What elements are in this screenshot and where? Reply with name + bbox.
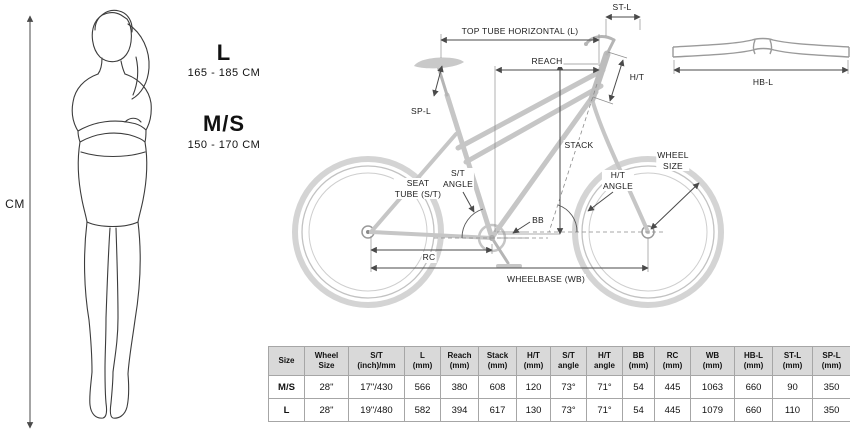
- leader-bb: [512, 221, 531, 234]
- cell: 17"/430: [348, 375, 405, 399]
- cell: 73°: [550, 375, 587, 399]
- label-top-tube: TOP TUBE HORIZONTAL (L): [460, 26, 580, 37]
- cell: 350: [812, 398, 850, 422]
- col-header: Reach (mm): [440, 346, 479, 376]
- geometry-table: Size Wheel Size S/T (inch)/mm L (mm) Rea…: [268, 346, 850, 422]
- label-st-angle: S/T ANGLE: [441, 168, 475, 190]
- label-wheel-size: WHEEL SIZE: [656, 150, 690, 172]
- col-header: Stack (mm): [478, 346, 517, 376]
- cell: 617: [478, 398, 517, 422]
- cm-axis-label: CM: [4, 197, 26, 212]
- cell: 660: [734, 398, 773, 422]
- cell: 660: [734, 375, 773, 399]
- label-sp-l: SP-L: [410, 106, 432, 117]
- col-header: BB (mm): [622, 346, 655, 376]
- cell: 71°: [586, 398, 623, 422]
- handlebar-drawing: [672, 37, 850, 58]
- crank-arm: [490, 236, 510, 265]
- col-header: H/T (mm): [516, 346, 551, 376]
- label-reach: REACH: [530, 56, 564, 67]
- leader-ht-angle: [587, 191, 614, 212]
- label-hb-l: HB-L: [751, 77, 775, 88]
- col-header: RC (mm): [654, 346, 691, 376]
- col-header: L (mm): [404, 346, 441, 376]
- cell: 54: [622, 375, 655, 399]
- cell: 54: [622, 398, 655, 422]
- dim-h-t: [608, 59, 625, 102]
- size-ms-label: M/S: [202, 111, 246, 136]
- table-row: M/S 28" 17"/430 566 380 608 120 73° 71° …: [268, 375, 850, 399]
- table-row: L 28" 19"/480 582 394 617 130 73° 71° 54…: [268, 398, 850, 422]
- col-header: ST-L (mm): [772, 346, 813, 376]
- cell: 19"/480: [348, 398, 405, 422]
- label-ht-angle: H/T ANGLE: [601, 170, 635, 192]
- label-st-l: ST-L: [611, 2, 633, 13]
- cell: 608: [478, 375, 517, 399]
- label-ht: H/T: [628, 72, 646, 83]
- col-header: HB-L (mm): [734, 346, 773, 376]
- label-seat-tube: SEAT TUBE (S/T): [393, 178, 443, 200]
- cell: 380: [440, 375, 479, 399]
- label-wheelbase: WHEELBASE (WB): [505, 274, 587, 285]
- cell: 130: [516, 398, 551, 422]
- cell: 566: [404, 375, 441, 399]
- dim-sp-l: [432, 65, 444, 97]
- cell: 71°: [586, 375, 623, 399]
- person-figure: [71, 9, 152, 419]
- saddle: [414, 57, 464, 69]
- cell: 394: [440, 398, 479, 422]
- col-header: Wheel Size: [304, 346, 349, 376]
- cell: M/S: [268, 375, 305, 399]
- cell: 110: [772, 398, 813, 422]
- cell: 28": [304, 375, 349, 399]
- col-header: SP-L (mm): [812, 346, 850, 376]
- size-l-label: L: [216, 40, 232, 65]
- cell: 582: [404, 398, 441, 422]
- frame: [369, 35, 650, 268]
- cell: 1063: [690, 375, 735, 399]
- cell: 1079: [690, 398, 735, 422]
- cell: 73°: [550, 398, 587, 422]
- cell: 445: [654, 398, 691, 422]
- header-row: Size Wheel Size S/T (inch)/mm L (mm) Rea…: [268, 346, 850, 376]
- col-header: S/T (inch)/mm: [348, 346, 405, 376]
- cell: 120: [516, 375, 551, 399]
- size-l-range: 165 - 185 CM: [187, 67, 261, 79]
- dimension-lines: [370, 13, 849, 272]
- cell: 350: [812, 375, 850, 399]
- label-stack: STACK: [563, 140, 595, 151]
- col-header: Size: [268, 346, 305, 376]
- col-header: WB (mm): [690, 346, 735, 376]
- label-rc: RC: [421, 252, 437, 263]
- cell: 28": [304, 398, 349, 422]
- col-header: S/T angle: [550, 346, 587, 376]
- label-bb: BB: [531, 215, 545, 226]
- size-ms-range: 150 - 170 CM: [187, 139, 261, 151]
- col-header: H/T angle: [586, 346, 623, 376]
- cell: 90: [772, 375, 813, 399]
- cell: L: [268, 398, 305, 422]
- cell: 445: [654, 375, 691, 399]
- dim-wheel-size: [650, 182, 700, 230]
- leader-st-angle: [462, 191, 475, 213]
